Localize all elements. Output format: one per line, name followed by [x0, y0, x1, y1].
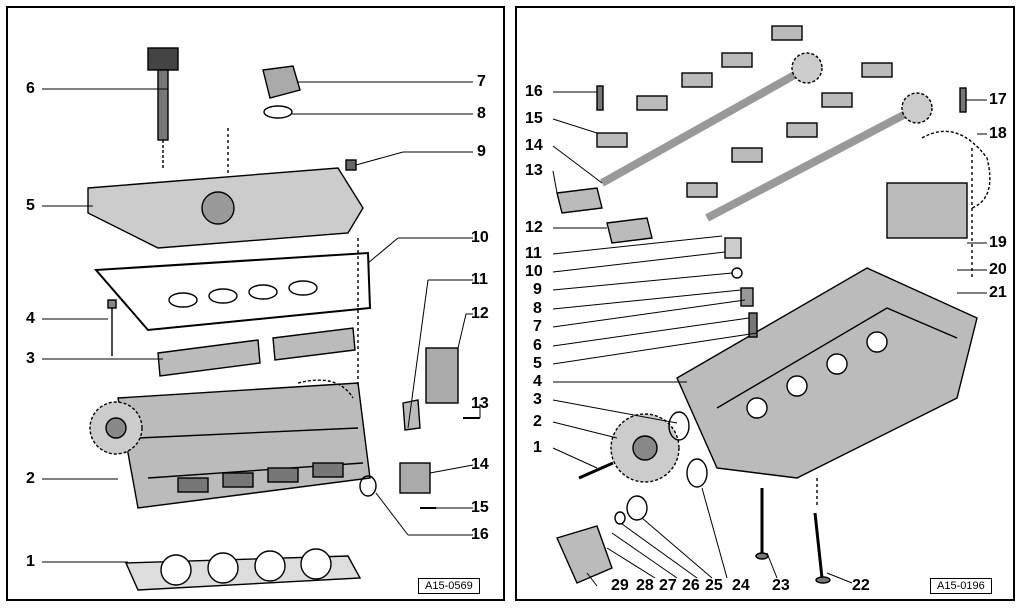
right-callout-19: 19 — [989, 234, 1007, 251]
left-callout-14: 14 — [471, 456, 489, 473]
right-callout-27: 27 — [659, 577, 677, 594]
left-callout-2: 2 — [26, 470, 35, 487]
left-callout-13: 13 — [471, 395, 489, 412]
left-callout-3: 3 — [26, 350, 35, 367]
left-callout-4: 4 — [26, 310, 35, 327]
right-callout-15: 15 — [525, 110, 543, 127]
right-callout-4: 4 — [533, 373, 542, 390]
right-callout-8: 8 — [533, 300, 542, 317]
right-callout-12: 12 — [525, 219, 543, 236]
right-callout-10: 10 — [525, 263, 543, 280]
left-diagram-art — [42, 47, 481, 591]
left-callout-10: 10 — [471, 229, 489, 246]
right-callout-14: 14 — [525, 137, 543, 154]
left-callout-15: 15 — [471, 499, 489, 516]
right-callout-3: 3 — [533, 391, 542, 408]
right-callout-22: 22 — [852, 577, 870, 594]
right-callout-21: 21 — [989, 284, 1007, 301]
right-callout-1: 1 — [533, 439, 542, 456]
right-callout-26: 26 — [682, 577, 700, 594]
left-callout-8: 8 — [477, 105, 486, 122]
right-exploded-diagram: 16 15 14 13 12 11 10 9 8 7 6 5 4 3 2 1 1… — [515, 6, 1015, 601]
right-callout-17: 17 — [989, 91, 1007, 108]
right-callout-23: 23 — [772, 577, 790, 594]
right-callout-16: 16 — [525, 83, 543, 100]
right-callout-29: 29 — [611, 577, 629, 594]
right-callout-25: 25 — [705, 577, 723, 594]
left-callout-16: 16 — [471, 526, 489, 543]
left-callout-5: 5 — [26, 197, 35, 214]
right-callout-13: 13 — [525, 162, 543, 179]
left-callout-11: 11 — [471, 271, 488, 288]
right-callout-5: 5 — [533, 355, 542, 372]
right-callout-28: 28 — [636, 577, 654, 594]
left-callout-6: 6 — [26, 80, 35, 97]
right-callout-18: 18 — [989, 125, 1007, 142]
left-callout-1: 1 — [26, 553, 35, 570]
right-callout-9: 9 — [533, 281, 542, 298]
right-callout-7: 7 — [533, 318, 542, 335]
left-exploded-diagram: 6 5 4 3 2 1 7 8 9 10 11 12 13 14 15 16 A… — [6, 6, 505, 601]
right-callout-6: 6 — [533, 337, 542, 354]
right-callout-11: 11 — [525, 245, 542, 262]
right-callout-20: 20 — [989, 261, 1007, 278]
left-callout-9: 9 — [477, 143, 486, 160]
right-callout-24: 24 — [732, 577, 750, 594]
right-diagram-art — [552, 25, 991, 587]
right-figure-id: A15-0196 — [930, 578, 992, 594]
left-callout-7: 7 — [477, 73, 486, 90]
left-callout-12: 12 — [471, 305, 489, 322]
right-callout-2: 2 — [533, 413, 542, 430]
left-figure-id: A15-0569 — [418, 578, 480, 594]
